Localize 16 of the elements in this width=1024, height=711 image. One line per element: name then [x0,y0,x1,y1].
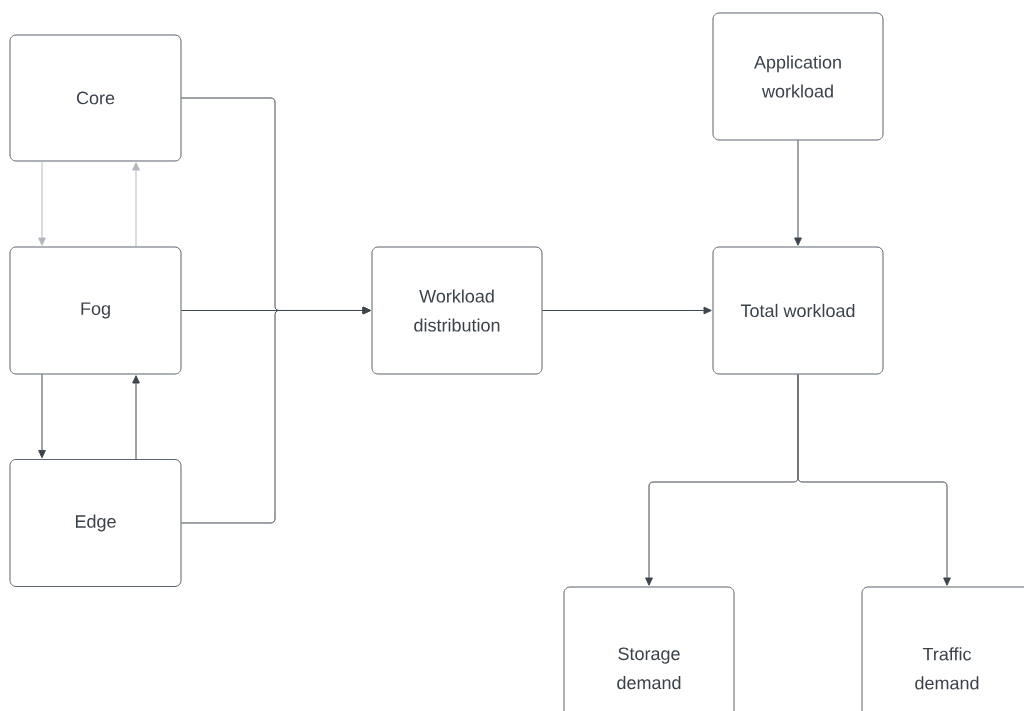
process-box: Fog [9,246,182,375]
process-box: Storage demand [563,586,735,711]
arrow [38,374,46,459]
arrow [797,374,951,586]
arrow [132,375,140,460]
arrow [794,140,802,246]
process-box: Total workload [712,246,884,375]
process-box: Application workload [712,12,884,141]
process-box: Edge [9,459,182,587]
process-box: Workload distribution [371,246,543,375]
arrow [132,162,140,247]
arrow [181,306,371,524]
process-box: Traffic demand [861,586,1024,711]
arrow [38,161,46,246]
arrow [542,306,712,315]
process-box: Core [9,34,182,162]
